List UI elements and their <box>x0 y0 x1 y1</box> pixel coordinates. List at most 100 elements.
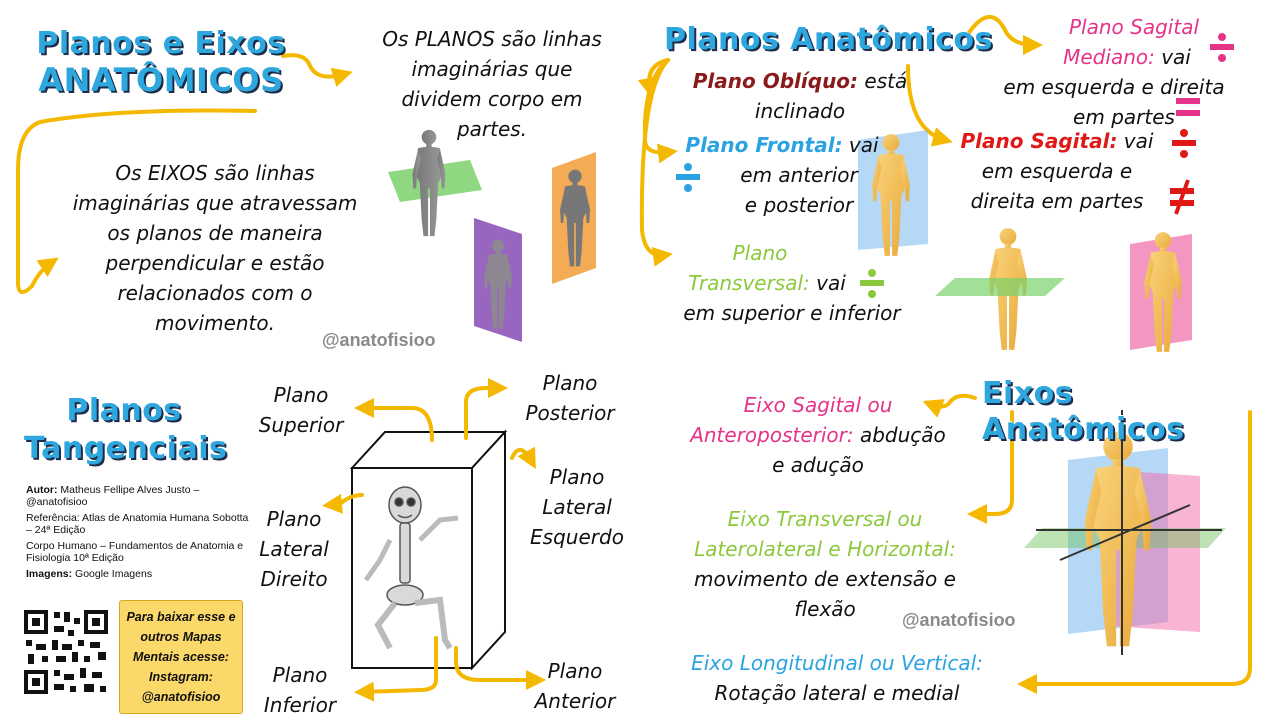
credit-label: Autor: <box>26 484 58 496</box>
credits: Autor: Matheus Fellipe Alves Justo – @an… <box>26 484 254 580</box>
download-box: Para baixar esse e outros Mapas Mentais … <box>119 600 243 714</box>
plano-transversal-label: Transversal: <box>688 271 810 295</box>
eixo-transversal-text: movimento de extensão e <box>694 567 956 591</box>
eixo-longitudinal: Eixo Longitudinal ou Vertical: Rotação l… <box>656 648 1018 708</box>
main-title-line2: ANATÔMICOS <box>38 61 284 99</box>
main-title: Planos e Eixos ANATÔMICOS <box>30 26 292 98</box>
planos-tangenciais-title-line: Tangenciais <box>24 431 228 466</box>
arrow-icon <box>16 53 353 294</box>
planos-tangenciais-title: Planos Tangenciais <box>24 392 228 468</box>
plano-transversal: Plano Transversal: vai em superior e inf… <box>654 238 930 328</box>
plano-sagital-text: vai <box>1117 129 1154 153</box>
planos-tangenciais-title-line: Planos <box>66 393 182 428</box>
skeleton-figure <box>363 486 459 650</box>
download-box-line: Instagram: <box>149 670 213 684</box>
eixos-line: os planos de maneira <box>107 221 323 245</box>
label-line: Plano <box>549 465 605 489</box>
not-equal-icon <box>1170 179 1194 215</box>
eixo-sagital-text: e adução <box>772 453 864 477</box>
planos-line: Os PLANOS são linhas <box>382 27 602 51</box>
plano-obliquo: Plano Oblíquo: está inclinado <box>680 66 920 126</box>
planos-anatomicos-title: Planos Anatômicos <box>664 22 993 57</box>
label-line: Esquerdo <box>530 525 624 549</box>
planos-line: dividem corpo em <box>401 87 583 111</box>
eixo-transversal-label: Eixo Transversal ou <box>727 507 923 531</box>
plano-frontal-label: Plano Frontal: <box>685 133 843 157</box>
label-line: Lateral <box>259 537 329 561</box>
plano-frontal-text: em anterior <box>740 163 858 187</box>
eixo-sagital-text: abdução <box>853 423 946 447</box>
label-line: Superior <box>258 413 344 437</box>
eixos-line: movimento. <box>154 311 275 335</box>
plano-transversal-text: em superior e inferior <box>683 301 901 325</box>
eixo-sagital: Eixo Sagital ou Anteroposterior: abdução… <box>656 390 980 480</box>
equal-icon <box>1176 98 1200 116</box>
plano-transversal-label: Plano <box>732 241 788 265</box>
planos-line: partes. <box>456 117 528 141</box>
label-line: Plano <box>272 663 328 687</box>
label-line: Plano <box>542 371 598 395</box>
eixos-definition: Os EIXOS são linhas imaginárias que atra… <box>40 158 390 338</box>
eixos-line: perpendicular e estão <box>105 251 325 275</box>
label-plano-posterior: Plano Posterior <box>506 368 634 428</box>
credit-label: Referência: <box>26 512 80 524</box>
download-box-line: outros Mapas <box>140 630 222 644</box>
label-line: Plano <box>273 383 329 407</box>
plano-sagital-text: em esquerda e <box>981 159 1133 183</box>
plano-frontal-text: e posterior <box>744 193 854 217</box>
plano-sagital-mediano-text: vai <box>1154 45 1191 69</box>
plano-obliquo-text: inclinado <box>754 99 846 123</box>
eixo-transversal-text: flexão <box>794 597 856 621</box>
download-box-line: Mentais acesse: <box>133 650 229 664</box>
divide-icon <box>676 163 700 192</box>
planos-illustration <box>388 129 596 342</box>
plano-frontal-text: vai <box>842 133 879 157</box>
label-plano-lateral-direito: Plano Lateral Direito <box>244 504 344 594</box>
divide-icon <box>1172 129 1196 158</box>
eixos-line: relacionados com o <box>117 281 313 305</box>
label-line: Plano <box>547 659 603 683</box>
axes-figure <box>1024 410 1226 655</box>
credit-label: Imagens: <box>26 568 73 580</box>
plano-sagital: Plano Sagital: vai em esquerda e direita… <box>942 126 1172 216</box>
eixo-transversal: Eixo Transversal ou Laterolateral e Hori… <box>660 504 990 624</box>
planos-definition: Os PLANOS são linhas imaginárias que div… <box>352 24 632 144</box>
sagittal-plane-figure <box>1130 232 1192 352</box>
eixo-sagital-label: Eixo Sagital ou <box>743 393 893 417</box>
transversal-plane-figure <box>935 228 1065 350</box>
label-line: Direito <box>260 567 328 591</box>
instagram-handle: @anatofisioo <box>322 330 436 350</box>
label-line: Plano <box>266 507 322 531</box>
label-plano-inferior: Plano Inferior <box>248 660 352 720</box>
credit-value: Atlas de Anatomia Humana Sobotta – 24ª E… <box>26 512 249 536</box>
label-line: Anterior <box>534 689 616 713</box>
main-title-line1: Planos e Eixos <box>36 26 286 61</box>
plano-sagital-mediano-label: Mediano: <box>1063 45 1155 69</box>
download-box-line: @anatofisioo <box>141 690 221 704</box>
tangential-box <box>349 429 508 671</box>
credit-value: Corpo Humano – Fundamentos de Anatomia e… <box>26 540 244 564</box>
divide-icon <box>860 269 884 298</box>
plano-sagital-mediano-text: em partes <box>1073 105 1175 129</box>
credit-value: Matheus Fellipe Alves Justo – @anatofisi… <box>26 484 200 508</box>
eixo-longitudinal-label: Eixo Longitudinal ou Vertical: <box>691 651 983 675</box>
plano-sagital-mediano-label: Plano Sagital <box>1069 15 1199 39</box>
label-plano-anterior: Plano Anterior <box>518 656 632 716</box>
divide-icon <box>1210 33 1234 62</box>
plano-frontal: Plano Frontal: vai em anterior e posteri… <box>674 130 890 220</box>
plano-obliquo-text: está <box>858 69 908 93</box>
eixos-line: Os EIXOS são linhas <box>115 161 315 185</box>
label-plano-superior: Plano Superior <box>242 380 360 440</box>
instagram-handle: @anatofisioo <box>902 610 1016 630</box>
download-box-line: Para baixar esse e <box>126 610 236 624</box>
qr-code-icon <box>22 608 110 696</box>
plano-transversal-text: vai <box>809 271 846 295</box>
plano-obliquo-label: Plano Oblíquo: <box>692 69 859 93</box>
plano-sagital-label: Plano Sagital: <box>960 129 1118 153</box>
eixos-anatomicos-title: Eixos Anatômicos <box>982 376 1185 447</box>
label-line: Lateral <box>542 495 612 519</box>
eixo-sagital-label: Anteroposterior: <box>690 423 854 447</box>
plano-sagital-text: direita em partes <box>970 189 1144 213</box>
eixos-line: imaginárias que atravessam <box>72 191 358 215</box>
